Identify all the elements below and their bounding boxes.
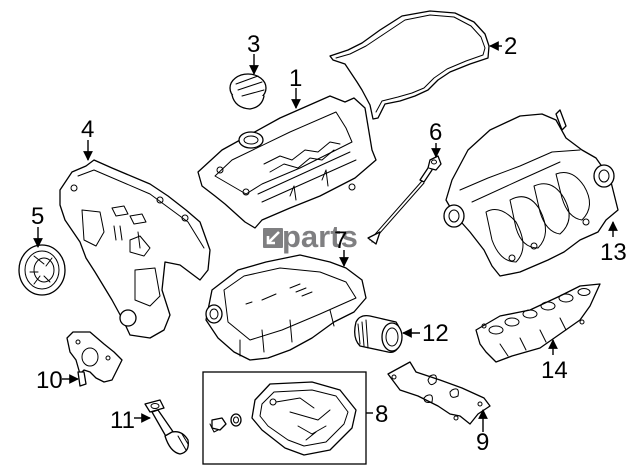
lower-oil-pan-kit[interactable] (202, 371, 367, 465)
callout-3[interactable]: 3 (247, 31, 260, 58)
watermark: parts (263, 219, 358, 254)
callout-8[interactable]: 8 (375, 401, 388, 428)
callout-13[interactable]: 13 (600, 239, 627, 266)
callout-7[interactable]: 7 (334, 227, 347, 254)
watermark-text: parts (282, 219, 358, 254)
oil-filter[interactable] (354, 314, 403, 353)
callout-11[interactable]: 11 (110, 407, 135, 434)
oil-filler-cap[interactable] (229, 73, 267, 110)
callout-2[interactable]: 2 (504, 33, 517, 60)
lower-intake-manifold[interactable] (475, 283, 601, 363)
intake-manifold-gasket[interactable] (387, 361, 491, 425)
callout-5[interactable]: 5 (31, 203, 44, 230)
upper-oil-pan[interactable] (205, 254, 367, 361)
oil-pan-kit-frame (202, 371, 367, 465)
leader-lines (33, 41, 618, 432)
callout-1[interactable]: 1 (289, 65, 302, 92)
oil-dipstick[interactable] (367, 155, 442, 245)
callout-10[interactable]: 10 (36, 367, 63, 394)
callout-9[interactable]: 9 (476, 429, 489, 456)
crankshaft-pulley[interactable] (18, 244, 66, 296)
callout-4[interactable]: 4 (81, 116, 94, 143)
valve-cover-gasket[interactable] (329, 10, 490, 120)
arrow-down-left-box-icon (266, 231, 280, 245)
callout-12[interactable]: 12 (422, 320, 449, 347)
upper-intake-manifold[interactable] (443, 109, 619, 277)
oil-pump[interactable] (66, 331, 123, 387)
callout-6[interactable]: 6 (429, 119, 442, 146)
valve-cover[interactable] (197, 95, 377, 229)
callout-labels: 1 2 3 4 5 6 7 8 9 10 11 12 13 14 (31, 31, 627, 456)
timing-cover[interactable] (59, 159, 211, 339)
oil-pickup-tube[interactable] (144, 399, 189, 455)
callout-14[interactable]: 14 (541, 357, 568, 384)
